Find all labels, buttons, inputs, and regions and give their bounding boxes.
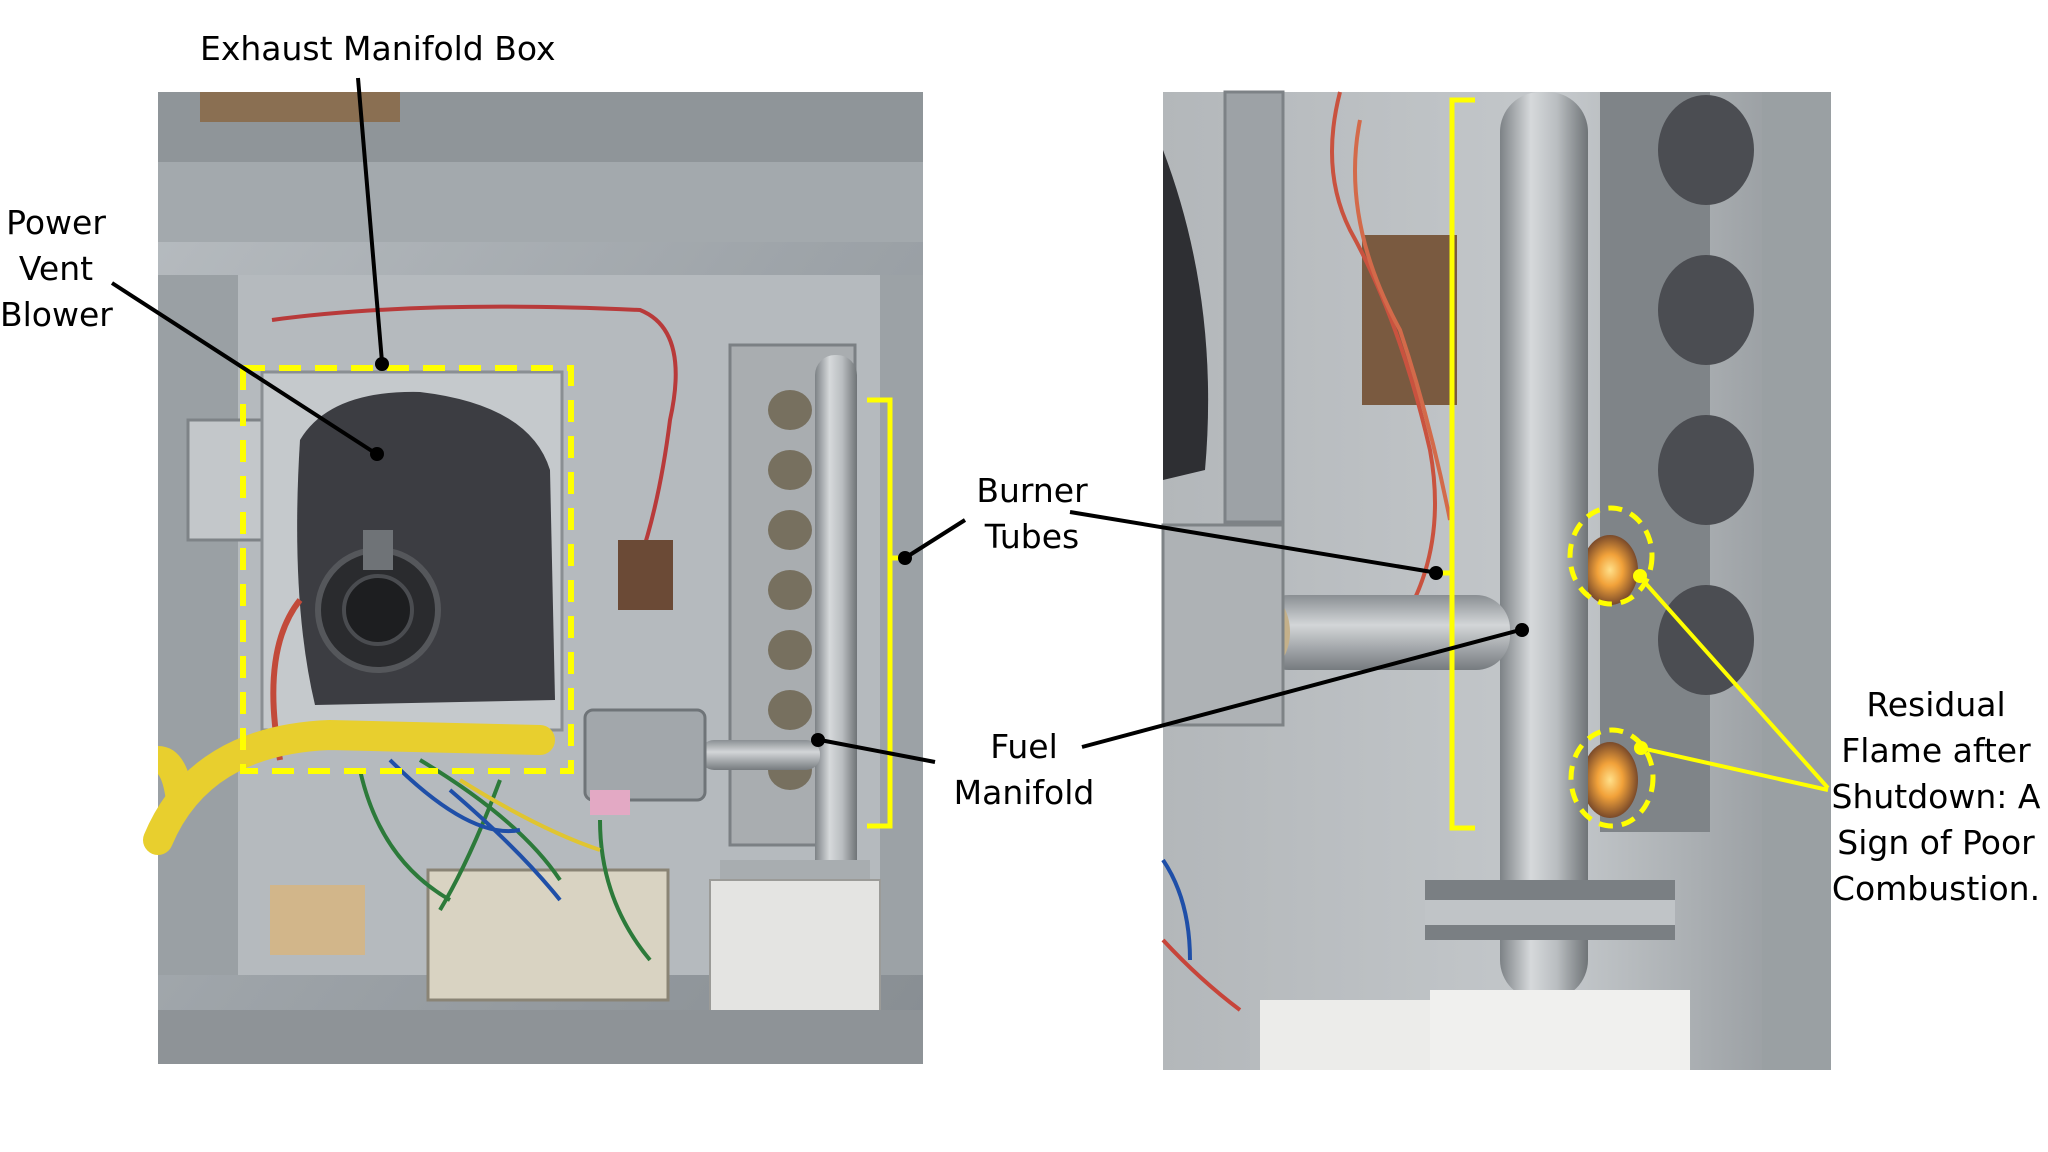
flame-marker-lower [1568, 727, 1656, 829]
leader-flame-lower [1640, 746, 1829, 792]
leader-dot-flame-upper [1633, 569, 1647, 583]
leader-dot-fuel-left [811, 733, 825, 747]
blower-housing [260, 370, 564, 732]
label-fuel-manifold: Fuel Manifold [953, 727, 1095, 812]
leader-dot-exhaust [375, 357, 389, 371]
leader-power-vent-blower [110, 281, 377, 455]
right-photo [1161, 90, 1831, 1070]
label-exhaust-manifold-box: Exhaust Manifold Box [200, 29, 556, 68]
leader-fuel-manifold-left [819, 738, 936, 764]
leader-flame-upper [1638, 575, 1830, 790]
leader-dot-burner-left [898, 551, 912, 565]
leader-exhaust-manifold [356, 77, 384, 363]
label-residual-flame: Residual Flame after Shutdown: A Sign of… [1831, 685, 2041, 908]
leader-dot-flame-lower [1634, 741, 1648, 755]
residual-flames [1582, 535, 1638, 818]
leader-dot-blower [370, 447, 384, 461]
leader-dot-burner-right [1429, 566, 1443, 580]
left-photo [143, 92, 923, 1064]
label-burner-tubes: Burner Tubes [976, 471, 1088, 556]
exhaust-manifold-dashed-box [240, 365, 574, 774]
leader-dot-fuel-right [1515, 623, 1529, 637]
leader-fuel-manifold-right [1081, 628, 1521, 749]
flame-marker-upper [1567, 505, 1655, 607]
burner-assembly-left [700, 343, 870, 890]
leader-burner-tubes-right [1069, 510, 1439, 575]
leader-burner-tubes-left [903, 518, 967, 560]
label-power-vent-blower: Power Vent Blower [0, 203, 113, 334]
